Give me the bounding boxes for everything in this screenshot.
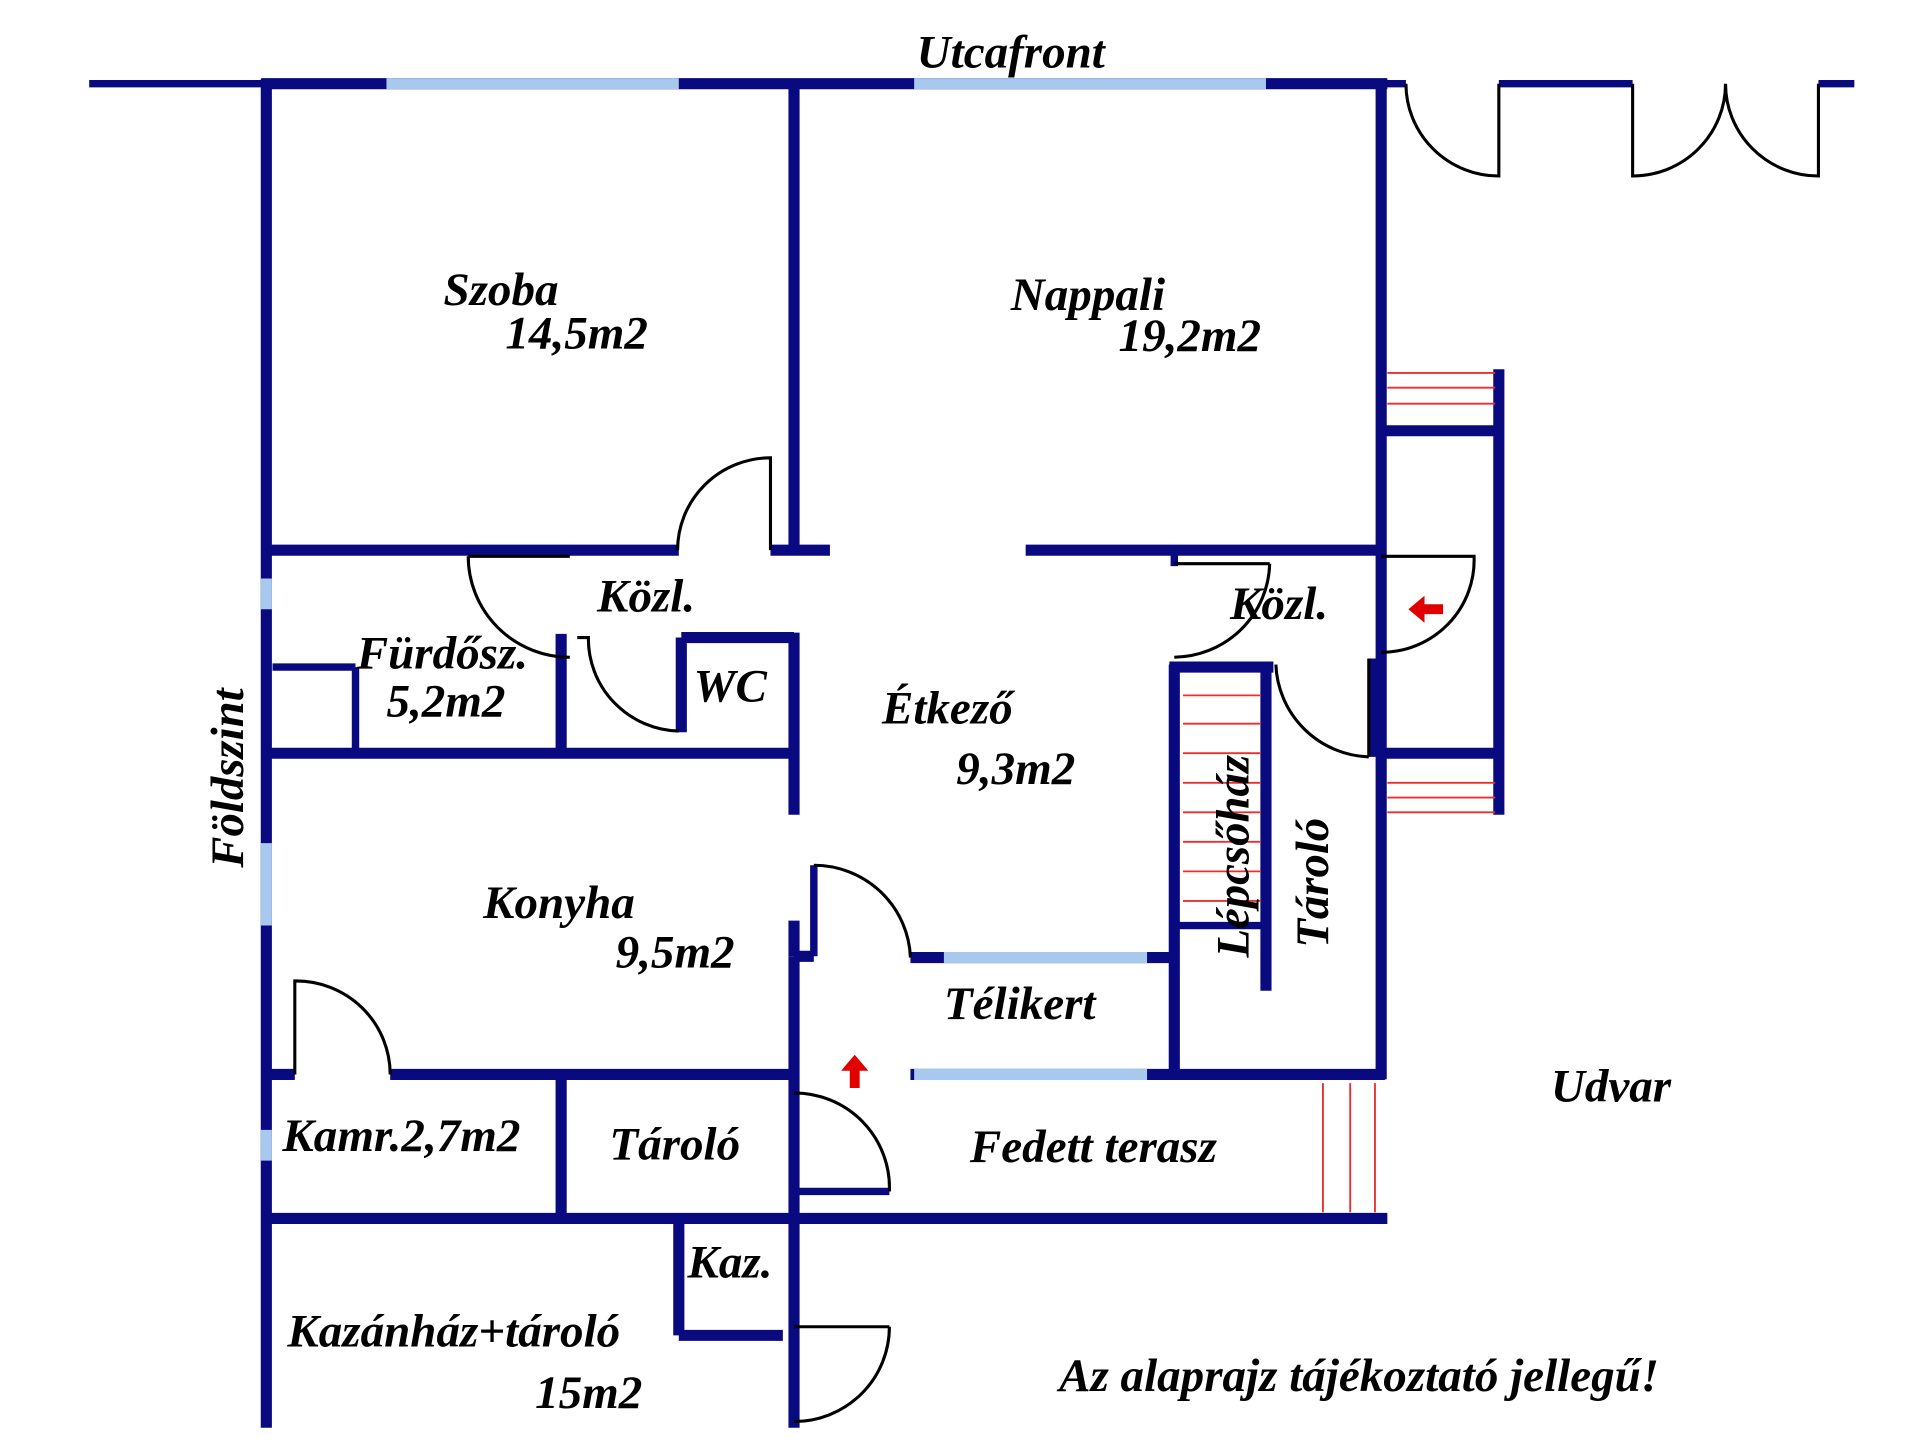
room-name: Kaz. [686, 1237, 772, 1289]
room-name: Kazánház+tároló [286, 1306, 620, 1358]
street-label: Utcafront [917, 27, 1107, 79]
room-area: 9,5m2 [616, 927, 735, 979]
room-name: Nappali [1010, 269, 1165, 321]
room-name: Szoba [443, 264, 558, 316]
yard-label: Udvar [1551, 1061, 1672, 1113]
windows [260, 78, 1266, 1161]
room-area: 19,2m2 [1119, 310, 1261, 362]
room-name: Fürdősz. [356, 627, 528, 679]
room-area: 5,2m2 [386, 675, 505, 727]
room-name: Konyha [482, 877, 635, 929]
room-area: 15m2 [535, 1367, 642, 1419]
room-area: 9,3m2 [956, 743, 1075, 795]
room-name: Télikert [944, 978, 1098, 1030]
entrance-arrows [841, 595, 1444, 1088]
room-name: WC [694, 661, 768, 713]
room-name: Kamr.2,7m2 [281, 1110, 520, 1162]
room-name: Tároló [1287, 818, 1339, 948]
room-name: Étkező [881, 683, 1015, 735]
arrow-up-icon [841, 1054, 869, 1088]
room-area: 14,5m2 [505, 307, 647, 359]
room-name: Lépcsőház [1207, 754, 1259, 958]
room-name: Közl. [596, 571, 695, 623]
stairs [1182, 372, 1496, 1213]
room-name: Tároló [609, 1119, 740, 1171]
room-name: Közl. [1229, 578, 1328, 630]
disclaimer: Az alaprajz tájékoztató jellegű! [1056, 1350, 1659, 1402]
arrow-left-icon [1408, 595, 1444, 623]
room-name: Fedett terasz [969, 1121, 1218, 1173]
floor-label: Földszint [202, 686, 254, 868]
doors [293, 83, 1820, 1424]
